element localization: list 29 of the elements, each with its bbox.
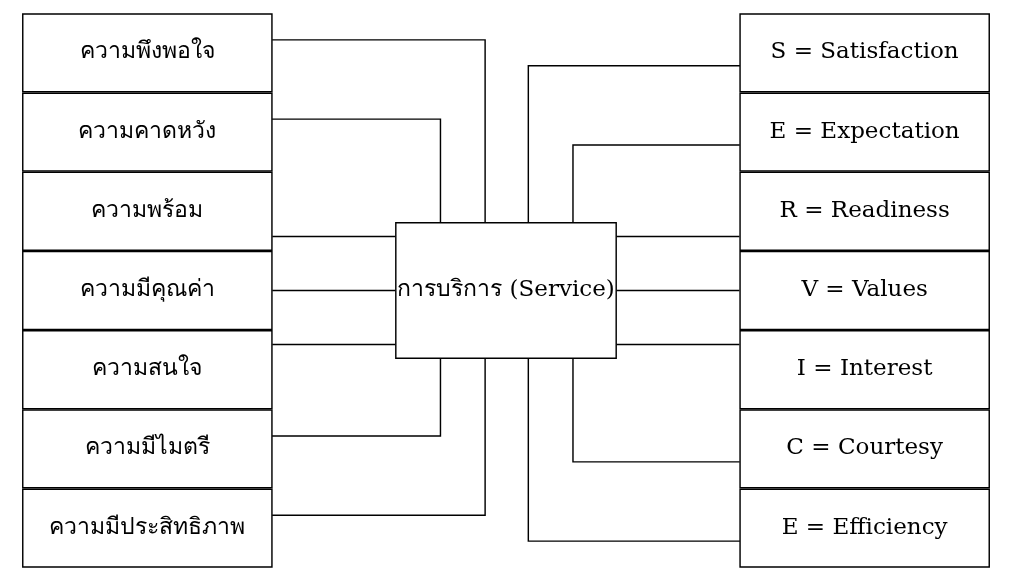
- node-box: การบริการ (Service): [394, 222, 617, 359]
- node-box: ความมีไมตรี: [21, 409, 273, 489]
- connector: [270, 357, 486, 516]
- node-box: E = Efficiency: [738, 488, 990, 568]
- node-box: ความมีคุณค่า: [21, 250, 273, 331]
- connector: [271, 235, 396, 238]
- connector: [571, 144, 740, 224]
- node-box: ความพร้อม: [21, 171, 273, 251]
- node-box: V = Values: [738, 250, 990, 331]
- node-box: C = Courtesy: [738, 409, 990, 489]
- node-box: ความคาดหวัง: [21, 92, 273, 172]
- node-box: R = Readiness: [738, 171, 990, 251]
- connector: [571, 357, 740, 463]
- connector: [270, 357, 441, 437]
- node-box: ความมีประสิทธิภาพ: [21, 488, 273, 568]
- node-box: S = Satisfaction: [738, 13, 990, 93]
- connector: [615, 289, 740, 292]
- connector: [271, 343, 396, 346]
- connector: [527, 357, 741, 542]
- node-box: ความพึงพอใจ: [21, 13, 273, 93]
- connector: [270, 39, 486, 224]
- node-box: I = Interest: [738, 330, 990, 410]
- connector: [615, 343, 740, 346]
- connector: [271, 289, 396, 292]
- connector: [615, 235, 740, 238]
- node-box: E = Expectation: [738, 92, 990, 172]
- connector: [527, 65, 741, 224]
- node-box: ความสนใจ: [21, 330, 273, 410]
- connector: [270, 118, 441, 224]
